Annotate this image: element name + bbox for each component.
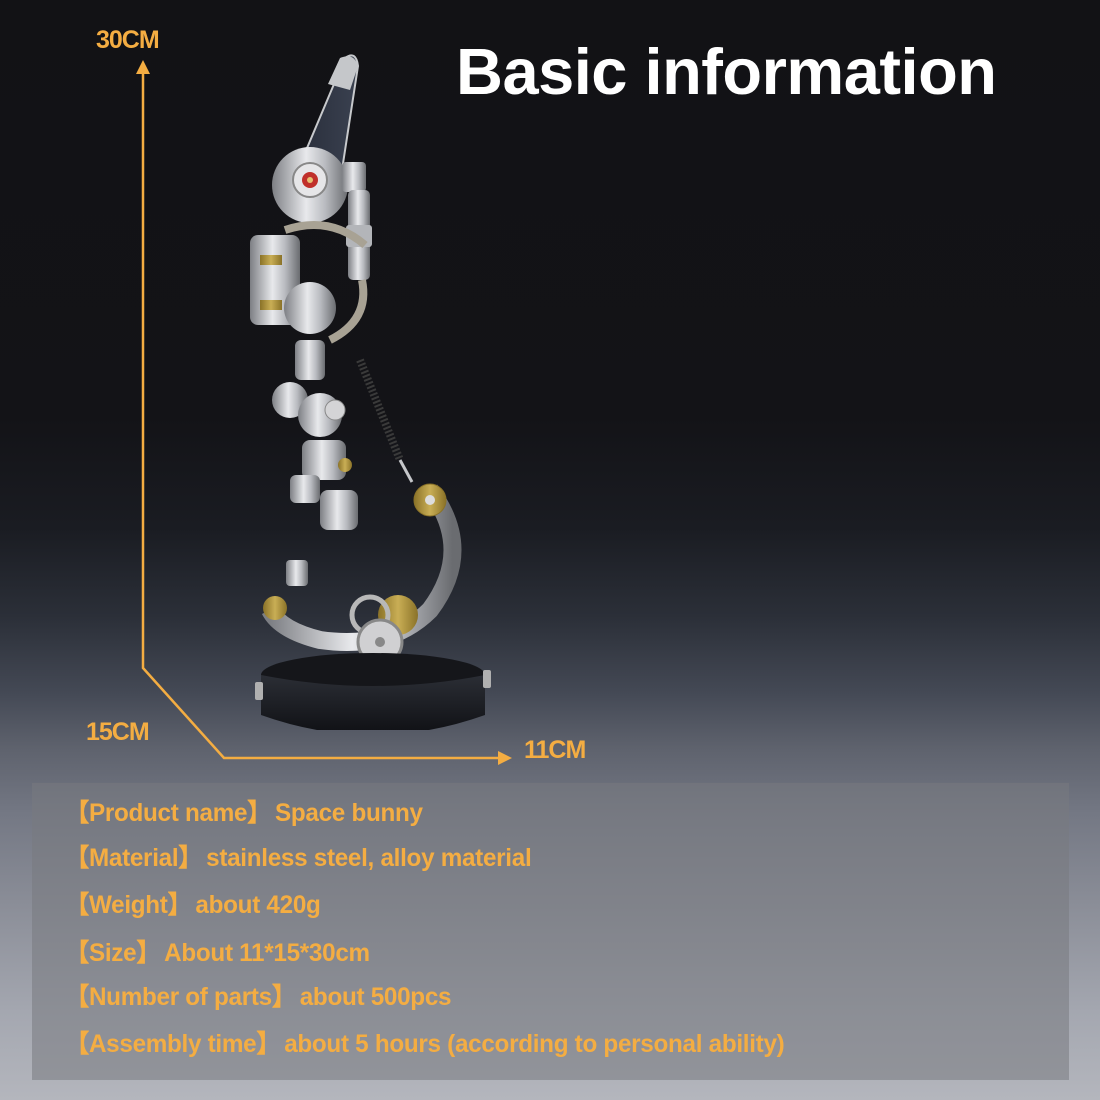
info-key: 【Material】 (65, 844, 203, 872)
depth-dimension-label: 15CM (86, 718, 150, 746)
info-row-weight: 【Weight】about 420g (65, 885, 321, 921)
height-dimension-label: 30CM (96, 26, 160, 54)
arrow-up-icon (136, 60, 150, 74)
info-key: 【Size】 (65, 939, 161, 967)
info-row-number-of-parts: 【Number of parts】about 500pcs (65, 977, 452, 1013)
info-value: About 11*15*30cm (164, 939, 370, 967)
info-value: about 420g (195, 891, 321, 919)
arrow-right-icon (498, 751, 512, 765)
info-row-product-name: 【Product name】Space bunny (65, 793, 423, 829)
info-key: 【Product name】 (65, 799, 272, 827)
width-dimension-label: 11CM (524, 736, 586, 764)
info-row-size: 【Size】About 11*15*30cm (65, 933, 370, 969)
info-value: stainless steel, alloy material (206, 844, 532, 872)
product-image (250, 54, 491, 730)
info-value: about 5 hours (according to personal abi… (284, 1030, 785, 1058)
info-key: 【Weight】 (65, 891, 192, 919)
info-value: Space bunny (275, 799, 423, 827)
info-row-assembly-time: 【Assembly time】about 5 hours (according … (65, 1024, 785, 1060)
info-key: 【Assembly time】 (65, 1030, 281, 1058)
page-title: Basic information (456, 35, 997, 108)
info-key: 【Number of parts】 (65, 983, 296, 1011)
product-info-panel: 【Product name】Space bunny 【Material】stai… (32, 783, 1069, 1080)
info-value: about 500pcs (299, 983, 452, 1011)
info-row-material: 【Material】stainless steel, alloy materia… (65, 838, 532, 874)
